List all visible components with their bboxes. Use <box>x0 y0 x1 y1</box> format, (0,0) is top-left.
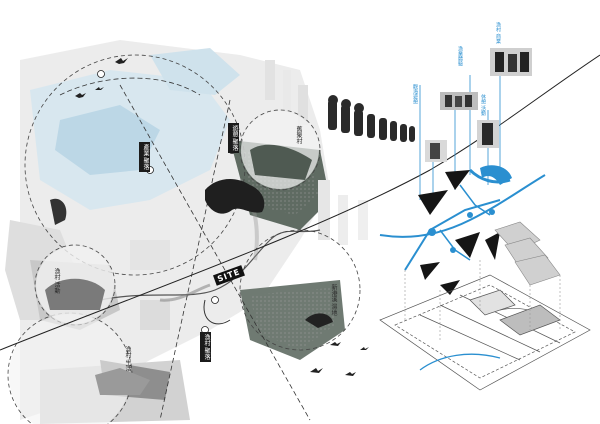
axis-lines <box>59 77 311 421</box>
axonometric-plan <box>379 274 591 391</box>
program-triangles <box>418 170 500 295</box>
bird-cutout <box>305 313 333 328</box>
label-fishing-life: 漁村 生活 <box>124 346 131 372</box>
label-fishing-settlement: 漁村 聚落 <box>200 332 211 362</box>
people-vignettes <box>425 48 532 162</box>
label-fishing-activity: 漁村 活動 <box>53 268 60 294</box>
figure-procession <box>328 95 415 142</box>
fishing-activity-image <box>45 278 105 310</box>
focus-circle-fishing-life <box>9 314 131 424</box>
bird-silhouettes <box>75 58 369 376</box>
layer-connectors <box>404 260 561 340</box>
label-wetland: 新港溪 濕地 <box>330 284 337 316</box>
activity-label-4: 漁村 商業 <box>495 22 501 44</box>
fishing-life-image <box>95 368 150 395</box>
label-industry-settlement: 產業 聚落 <box>139 142 150 172</box>
activity-label-2: 漁業體驗 <box>457 46 463 66</box>
old-village-map <box>250 144 312 180</box>
heron-silhouette <box>50 198 67 225</box>
label-recreation-settlement: 遊憩 聚落 <box>228 123 239 153</box>
label-old-village: 舊聚村 <box>295 126 302 144</box>
activity-network <box>379 70 546 271</box>
activity-label-1: 觀海遊憩 <box>412 84 418 104</box>
dragon-sculpture <box>205 178 265 214</box>
massing-blocks <box>494 221 561 286</box>
main-connection-line <box>0 54 600 351</box>
activity-label-3: 休憩 活動 <box>480 94 486 116</box>
